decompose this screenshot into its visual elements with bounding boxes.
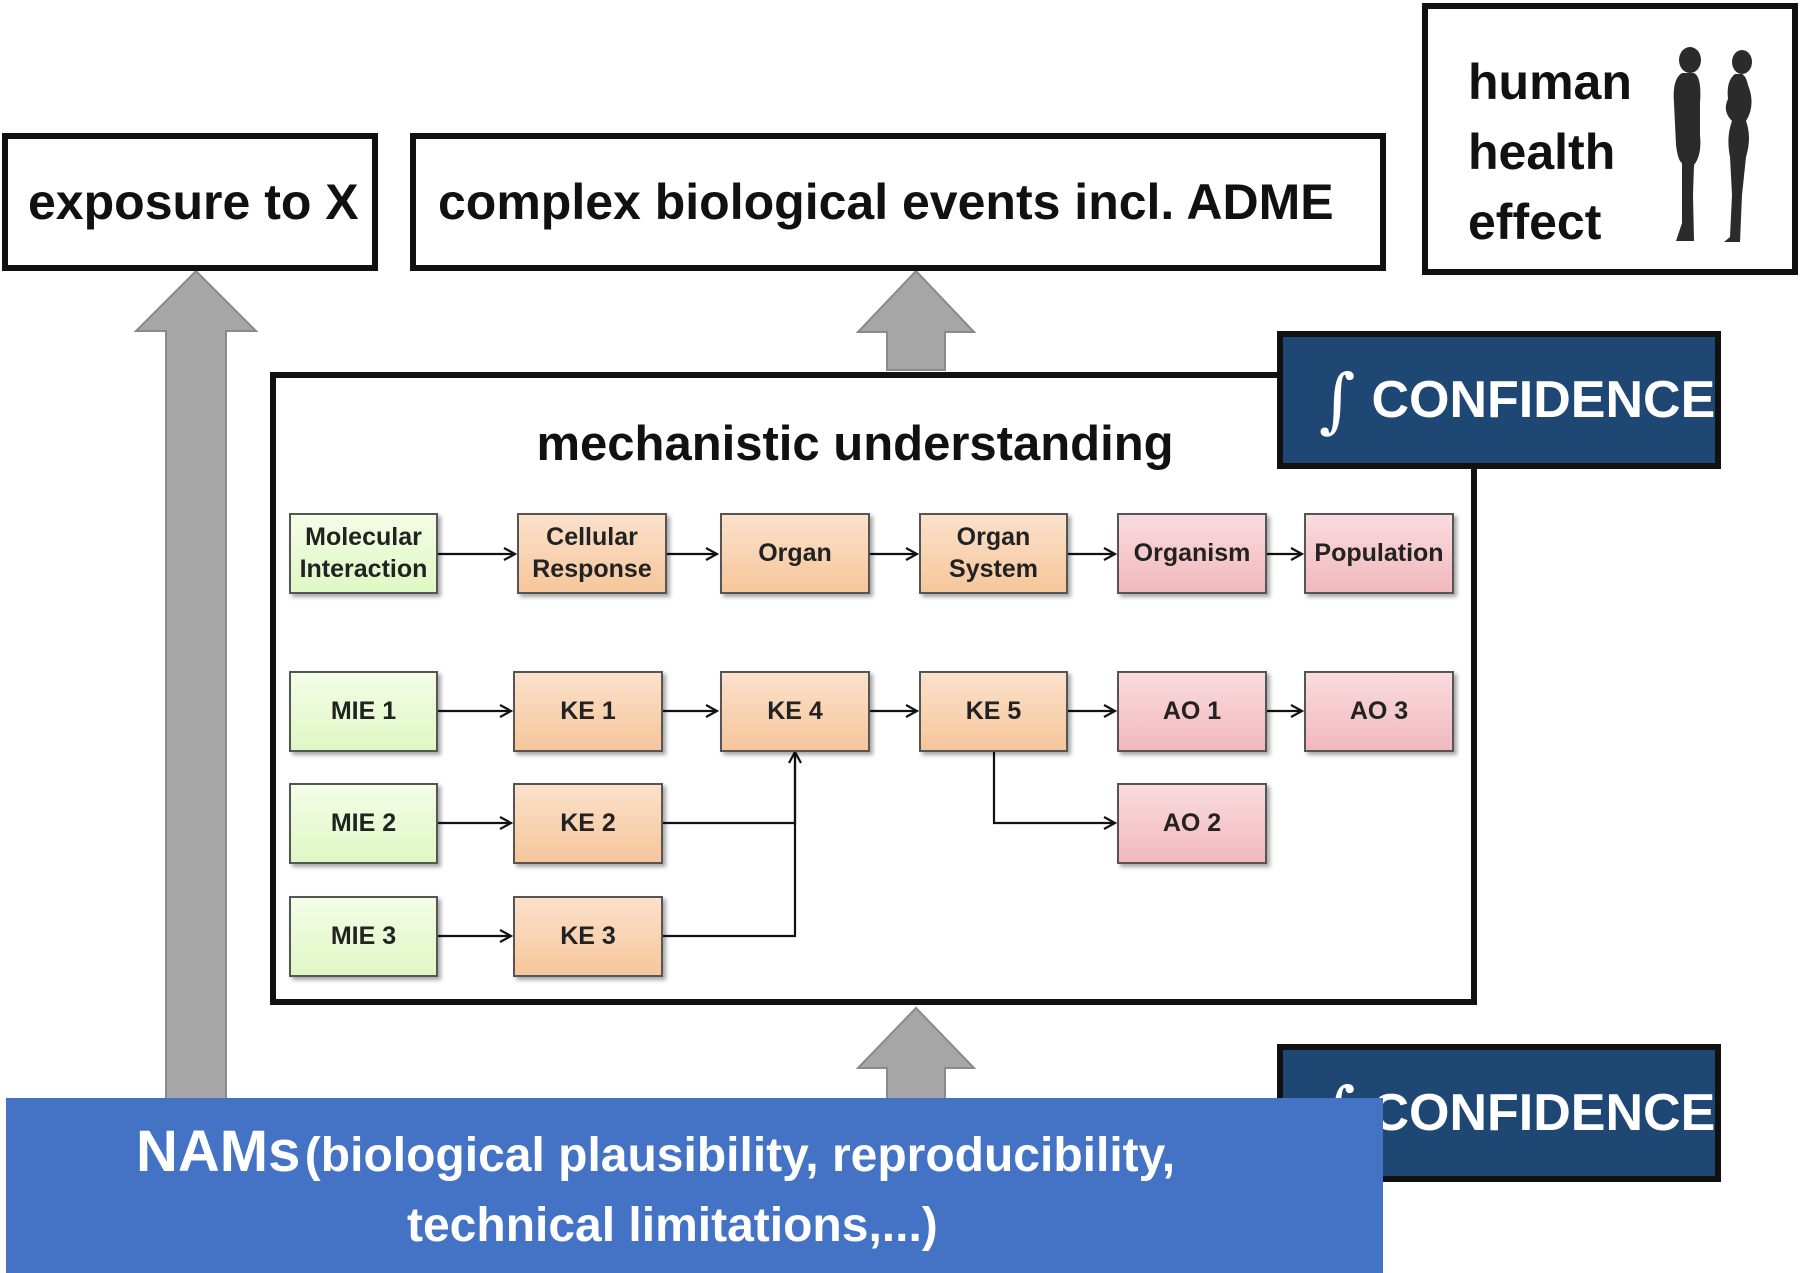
complex-events-label: complex biological events incl. ADME bbox=[438, 174, 1334, 230]
nams-title: NAMs bbox=[136, 1119, 301, 1184]
complex-events-box: complex biological events incl. ADME bbox=[410, 133, 1386, 271]
exposure-label: exposure to X bbox=[28, 174, 359, 230]
node-ke5: KE 5 bbox=[919, 671, 1068, 752]
level-population: Population bbox=[1304, 513, 1454, 594]
node-mie2: MIE 2 bbox=[289, 783, 438, 864]
node-ke3: KE 3 bbox=[513, 896, 663, 977]
human-silhouettes-icon bbox=[1673, 47, 1752, 242]
node-mie3: MIE 3 bbox=[289, 896, 438, 977]
nams-subtitle-1: (biological plausibility, reproducibilit… bbox=[304, 1129, 1176, 1182]
node-ao2: AO 2 bbox=[1117, 783, 1267, 864]
level-6-line-1: Population bbox=[1314, 538, 1444, 567]
node-ao1: AO 1 bbox=[1117, 671, 1267, 752]
health-line-2: health bbox=[1468, 124, 1616, 180]
confidence-box-top: ∫ CONFIDENCE bbox=[1277, 331, 1721, 469]
nams-bar: NAMs (biological plausibility, reproduci… bbox=[6, 1098, 1383, 1273]
mechanistic-panel bbox=[270, 372, 1477, 1005]
left-up-arrow bbox=[133, 269, 259, 1101]
health-line-3: effect bbox=[1468, 194, 1602, 250]
mechanistic-title: mechanistic understanding bbox=[536, 417, 1174, 471]
arrow-ke2-ke4 bbox=[663, 752, 797, 825]
arrow-ke5-ao2 bbox=[992, 752, 1115, 823]
health-line-1: human bbox=[1468, 54, 1632, 110]
exposure-box: exposure to X bbox=[2, 133, 378, 271]
level-4-line-2: System bbox=[949, 554, 1038, 583]
node-ke2: KE 2 bbox=[513, 783, 663, 864]
node-ke1: KE 1 bbox=[513, 671, 663, 752]
node-ao3: AO 3 bbox=[1304, 671, 1454, 752]
node-ke4: KE 4 bbox=[720, 671, 870, 752]
level-1-line-2: Interaction bbox=[299, 554, 428, 583]
center-up-arrow-top bbox=[855, 269, 977, 371]
level-organ: Organ bbox=[720, 513, 870, 594]
center-up-arrow-bottom bbox=[855, 1006, 977, 1101]
human-health-effect-box: human health effect bbox=[1422, 3, 1798, 275]
level-5-line-1: Organism bbox=[1133, 538, 1251, 567]
level-1-line-1: Molecular bbox=[305, 523, 422, 552]
human-health-effect-text: human health effect bbox=[1468, 47, 1632, 257]
node-mie1: MIE 1 bbox=[289, 671, 438, 752]
arrow-ke3-ke4 bbox=[663, 752, 795, 938]
nams-line-1: NAMs (biological plausibility, reproduci… bbox=[136, 1118, 1175, 1185]
confidence-label-top: CONFIDENCE bbox=[1371, 371, 1716, 429]
level-4-line-1: Organ bbox=[956, 523, 1031, 552]
level-2-line-1: Cellular bbox=[546, 523, 638, 552]
confidence-label-bottom: CONFIDENCE bbox=[1371, 1084, 1716, 1142]
integral-icon: ∫ bbox=[1319, 359, 1356, 441]
level-organism: Organism bbox=[1117, 513, 1267, 594]
nams-subtitle-2: technical limitations,...) bbox=[407, 1199, 938, 1252]
level-2-line-2: Response bbox=[532, 554, 652, 583]
level-3-line-1: Organ bbox=[758, 538, 832, 567]
